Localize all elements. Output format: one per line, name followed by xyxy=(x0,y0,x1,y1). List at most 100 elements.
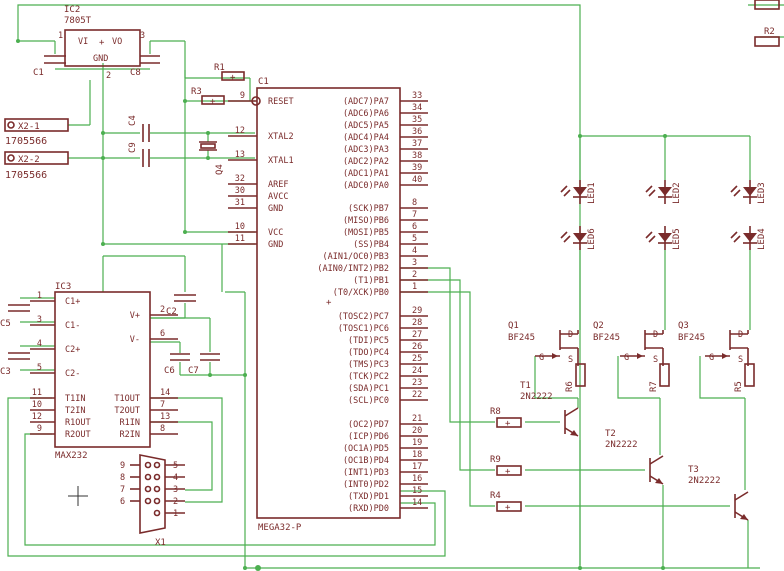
svg-text:7805T: 7805T xyxy=(64,16,92,26)
connector-x2-1: X2-1 1705566 xyxy=(4,118,69,147)
svg-text:2: 2 xyxy=(173,497,178,507)
svg-text:+: + xyxy=(505,503,511,513)
svg-text:3: 3 xyxy=(173,485,178,495)
mcu-pin-label: (ADC3)PA3 xyxy=(343,145,389,155)
led-arrow xyxy=(563,189,571,197)
resistor-r3: + R3 xyxy=(191,87,225,107)
resistor-r8: + R8 xyxy=(490,407,522,429)
svg-text:R7: R7 xyxy=(649,381,659,392)
mcu-pin-number: 12 xyxy=(235,126,245,136)
led-label: LED1 xyxy=(587,182,597,204)
bjt-type: 2N2222 xyxy=(605,440,638,450)
mcu-pin-number: 28 xyxy=(412,318,422,328)
led-triangle xyxy=(743,187,757,196)
ic3-pin-label: R1OUT xyxy=(65,418,91,428)
capacitor-c8: C8 xyxy=(130,55,160,78)
mcu-pin-label: AREF xyxy=(268,180,288,190)
mcu-pin-number: 29 xyxy=(412,306,422,316)
fet-arrow xyxy=(637,353,643,359)
mcu-pin-label: (OC1A)PD5 xyxy=(343,444,389,454)
led-led2: LED2 xyxy=(645,180,682,204)
svg-text:1705566: 1705566 xyxy=(5,136,47,147)
ic3-pin-number: 2 xyxy=(160,305,165,315)
mcu-pin-number: 32 xyxy=(235,174,245,184)
mcu-pin-number: 11 xyxy=(235,234,245,244)
fet-type: BF245 xyxy=(593,333,620,343)
svg-text:VI: VI xyxy=(78,37,88,47)
led-led1: LED1 xyxy=(560,180,597,204)
mcu-pin-number: 5 xyxy=(412,234,417,244)
mcu-pin-number: 25 xyxy=(412,354,422,364)
mcu-pin-label: (RXD)PD0 xyxy=(348,504,389,514)
fet-ref: Q2 xyxy=(593,321,604,331)
svg-text:R4: R4 xyxy=(490,491,501,501)
ic3-pin-label: T2IN xyxy=(65,406,85,416)
mcu-pin-label: RESET xyxy=(268,97,294,107)
ic3-pin-label: C1+ xyxy=(65,297,80,307)
bjt-collector xyxy=(649,455,664,465)
capacitor-c9: C9 xyxy=(128,142,150,167)
led-label: LED2 xyxy=(672,182,682,204)
mcu-pin-number: 19 xyxy=(412,438,422,448)
mcu-pin-label: (TOSC1)PC6 xyxy=(338,324,389,334)
ic3-pin-label: T1OUT xyxy=(114,394,140,404)
bjt-collector xyxy=(734,491,749,501)
mcu-pin-number: 16 xyxy=(412,474,422,484)
mcu-pin-label: XTAL2 xyxy=(268,132,294,142)
ic3-pin-number: 3 xyxy=(37,315,42,325)
led-triangle xyxy=(658,233,672,242)
mcu-pin-label: (TDI)PC5 xyxy=(348,336,389,346)
svg-text:C2: C2 xyxy=(166,307,177,317)
svg-text:C9: C9 xyxy=(128,142,138,153)
svg-text:R5: R5 xyxy=(734,381,744,392)
svg-text:R9: R9 xyxy=(490,455,501,465)
mcu-pin-label: (ADC7)PA7 xyxy=(343,97,389,107)
capacitor-c5: C5 xyxy=(0,304,30,329)
capacitor-c4: C4 xyxy=(128,115,150,142)
mcu-left-pins: 9RESET12XTAL213XTAL132AREF30AVCC31GND10V… xyxy=(228,91,294,250)
mcu-pin-label: (SCK)PB7 xyxy=(348,204,389,214)
mcu-pin-number: 10 xyxy=(235,222,245,232)
svg-text:+: + xyxy=(210,97,216,107)
svg-text:C4: C4 xyxy=(128,115,138,126)
svg-text:+: + xyxy=(505,467,511,477)
fet-pin-g: G xyxy=(709,353,714,363)
ic3-pin-number: 6 xyxy=(160,329,165,339)
mcu-pin-label: (TDO)PC4 xyxy=(348,348,389,358)
ic3-pin-label: V+ xyxy=(130,311,140,321)
ic3-pin-label: R2IN xyxy=(120,430,140,440)
bjt-arrow xyxy=(740,514,748,520)
mcu-pin-label: (OC2)PD7 xyxy=(348,420,389,430)
mcu-pin-number: 38 xyxy=(412,151,422,161)
led-arrow xyxy=(563,235,571,243)
max232-ic3: IC3 MAX232 1C1+3C1-4C2+5C2-11T1IN10T2IN1… xyxy=(30,282,178,461)
ic3-pin-number: 1 xyxy=(37,291,42,301)
mcu-pin-label: VCC xyxy=(268,228,283,238)
fet-pin-s: S xyxy=(738,355,743,365)
bjt-arrow xyxy=(655,478,663,484)
fet-pin-d: D xyxy=(568,330,573,340)
mcu-pin-label: (MISO)PB6 xyxy=(343,216,389,226)
mcu-pin-number: 2 xyxy=(412,270,417,280)
mcu-pin-label: (AIN1/OC0)PB3 xyxy=(322,252,389,262)
ic3-left-pins: 1C1+3C1-4C2+5C2-11T1IN10T2IN12R1OUT9R2OU… xyxy=(30,291,91,440)
led-triangle xyxy=(743,233,757,242)
mcu-pin-label: GND xyxy=(268,240,283,250)
mcu-pin-number: 40 xyxy=(412,175,422,185)
svg-text:C7: C7 xyxy=(188,366,199,376)
svg-text:R2: R2 xyxy=(764,27,775,37)
mcu-pin-number: 3 xyxy=(412,258,417,268)
mcu-pin-number: 36 xyxy=(412,127,422,137)
mcu-pin-label: (TXD)PD1 xyxy=(348,492,389,502)
led-led6: LED6 xyxy=(560,226,597,250)
bjt-ref: T2 xyxy=(605,429,616,439)
svg-text:6: 6 xyxy=(120,497,125,507)
led-triangle xyxy=(573,233,587,242)
mcu-pin-number: 21 xyxy=(412,414,422,424)
svg-text:5: 5 xyxy=(173,461,178,471)
svg-text:7: 7 xyxy=(120,485,125,495)
ic3-pin-label: C2+ xyxy=(65,345,80,355)
